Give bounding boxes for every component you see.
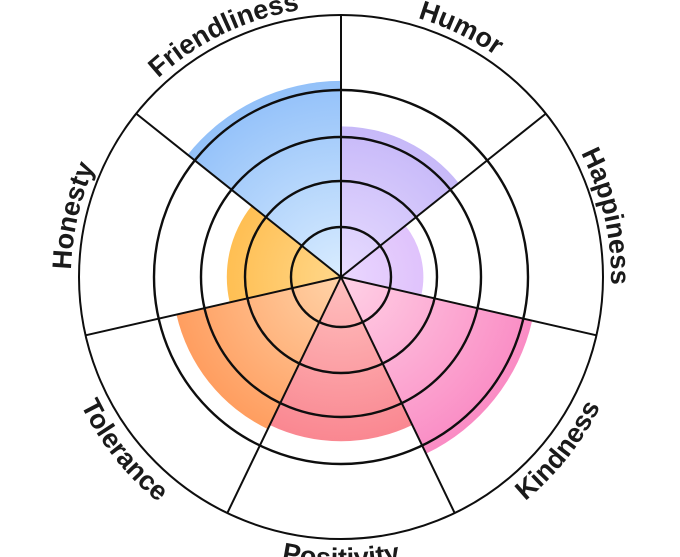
label-kindness: Kindness: [509, 395, 605, 505]
label-honesty: Honesty: [47, 157, 100, 270]
segment-kindness: [341, 277, 533, 454]
label-friendliness: Friendliness: [142, 0, 300, 83]
segment-happiness: [341, 225, 424, 296]
spoke: [340, 112, 547, 278]
segment-positivity: [269, 277, 413, 442]
segment-honesty: [226, 205, 341, 303]
spoke: [340, 276, 456, 514]
spoke: [135, 112, 342, 278]
spoke: [340, 276, 597, 337]
spoke: [85, 276, 342, 337]
label-tolerance: Tolerance: [75, 394, 174, 507]
segment-fills: [176, 80, 533, 454]
segment-tolerance: [176, 277, 341, 430]
label-positivity: Positivity: [280, 537, 402, 557]
chart-grid: [78, 14, 604, 540]
spoke: [226, 276, 342, 514]
label-happiness: Happiness: [576, 143, 635, 285]
